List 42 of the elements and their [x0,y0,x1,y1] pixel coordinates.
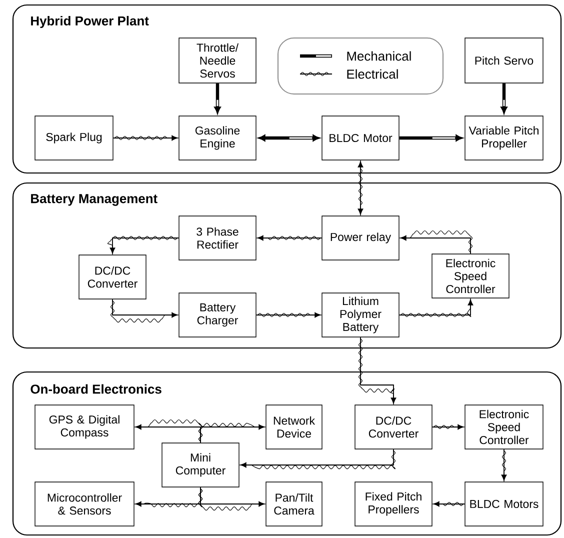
component-box: Electronic Speed Controller [432,254,510,298]
component-box: Microcontroller & Sensors [34,482,134,526]
component-box: Mini Computer [162,442,240,488]
component-box: Gasoline Engine [178,116,256,160]
electrical-arrow [432,501,466,507]
electrical-arrow [107,236,180,255]
electrical-arrow [198,486,266,511]
component-box: BLDC Motor [322,116,400,160]
electrical-arrow [501,448,507,482]
electrical-arrow [110,298,179,323]
component-box: Electronic Speed Controller [464,404,544,450]
component-box: DC/DC Converter [354,404,432,450]
mechanical-arrow [214,83,221,114]
mechanical-arrow [258,134,320,142]
component-box: Pitch Servo [464,38,544,84]
component-box: Battery Charger [178,292,256,338]
legend-text: Electrical [347,69,398,79]
component-box: Network Device [266,404,322,450]
legend-text: Mechanical [347,51,411,61]
mechanical-arrow [500,83,508,114]
component-box: Throttle/ Needle Servos [178,38,256,84]
electrical-arrow [399,230,472,254]
electrical-arrow [398,298,474,317]
component-box: Spark Plug [34,116,114,160]
electrical-arrow [358,160,364,216]
component-box: Power relay [322,216,400,260]
electrical-arrow [198,422,266,444]
component-box: DC/DC Converter [78,254,146,300]
component-box: Lithium Polymer Battery [322,292,400,338]
component-box: 3 Phase Rectifier [178,216,256,260]
electrical-arrow [256,235,322,241]
component-box: Pan/Tilt Camera [266,482,322,526]
component-box: Fixed Pitch Propellers [354,482,432,526]
mechanical-arrow [399,134,462,142]
electrical-arrow [256,312,322,318]
electrical-arrow [112,135,179,141]
component-box: GPS & Digital Compass [34,404,134,450]
electrical-arrow [239,448,396,470]
electrical-arrow [432,424,465,430]
electrical-arrow [358,336,396,405]
component-box: BLDC Motors [464,482,544,526]
component-box: Variable Pitch Propeller [464,116,544,160]
